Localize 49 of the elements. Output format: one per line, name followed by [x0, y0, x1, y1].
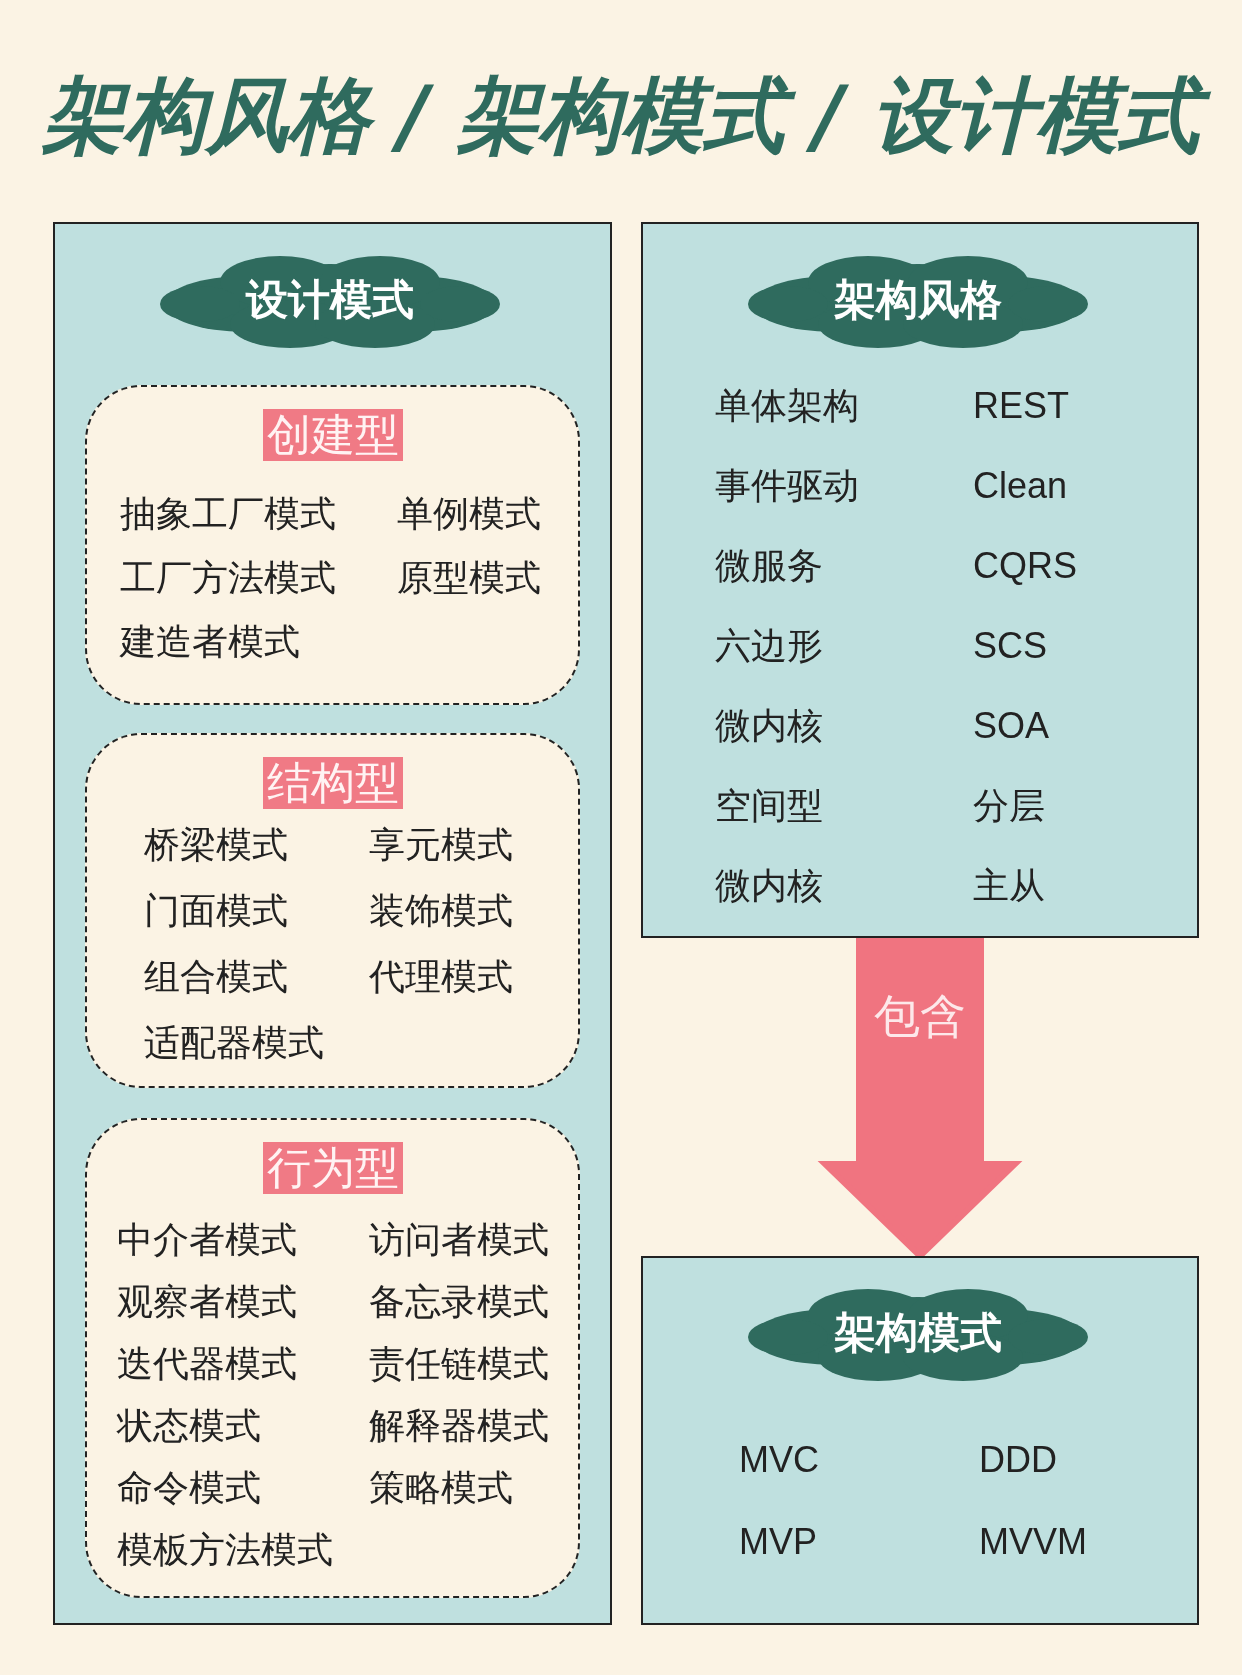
- pattern-name: 中介者模式: [117, 1218, 297, 1262]
- pattern-name: 代理模式: [369, 955, 513, 999]
- pattern-name: 模板方法模式: [117, 1528, 333, 1572]
- pattern-name: 门面模式: [144, 889, 288, 933]
- pattern-name: 桥梁模式: [144, 823, 288, 867]
- pattern-name: 策略模式: [369, 1466, 513, 1510]
- pattern-name: 抽象工厂模式: [120, 492, 336, 536]
- category-heading: 创建型: [262, 409, 403, 461]
- pattern-name: 组合模式: [144, 955, 288, 999]
- style-name: 微内核: [715, 864, 823, 908]
- section-title: 设计模式: [244, 273, 415, 326]
- style-name: REST: [973, 384, 1069, 428]
- pattern-name: 访问者模式: [369, 1218, 549, 1262]
- pattern-name: 单例模式: [397, 492, 541, 536]
- pattern-name: 工厂方法模式: [120, 556, 336, 600]
- pattern-name: 享元模式: [369, 823, 513, 867]
- category-heading: 行为型: [262, 1142, 403, 1194]
- style-name: 空间型: [715, 784, 823, 828]
- style-name: 微内核: [715, 704, 823, 748]
- style-name: Clean: [973, 464, 1068, 508]
- section-title: 架构模式: [833, 1306, 1003, 1359]
- style-name: MVP: [739, 1520, 817, 1564]
- style-name: 微服务: [715, 544, 823, 588]
- pattern-name: 装饰模式: [369, 889, 513, 933]
- style-name: DDD: [979, 1438, 1057, 1482]
- style-name: CQRS: [973, 544, 1077, 588]
- style-name: 六边形: [715, 624, 823, 668]
- pattern-name: 责任链模式: [369, 1342, 549, 1386]
- style-name: 主从: [973, 864, 1045, 908]
- pattern-name: 适配器模式: [144, 1021, 324, 1065]
- pattern-name: 解释器模式: [369, 1404, 549, 1448]
- pattern-name: 观察者模式: [117, 1280, 297, 1324]
- style-name: MVVM: [979, 1520, 1087, 1564]
- pattern-name: 原型模式: [397, 556, 541, 600]
- section-title: 架构风格: [833, 273, 1003, 326]
- pattern-name: 迭代器模式: [117, 1342, 297, 1386]
- style-name: SOA: [973, 704, 1050, 748]
- edge-label: 包含: [874, 988, 966, 1046]
- pattern-name: 状态模式: [117, 1404, 261, 1448]
- pattern-name: 命令模式: [117, 1466, 261, 1510]
- pattern-name: 建造者模式: [120, 620, 300, 664]
- pattern-name: 备忘录模式: [369, 1280, 549, 1324]
- category-heading: 结构型: [262, 757, 403, 809]
- style-name: SCS: [973, 624, 1048, 668]
- style-name: 单体架构: [715, 384, 859, 428]
- style-name: 事件驱动: [715, 464, 859, 508]
- style-name: 分层: [973, 784, 1045, 828]
- style-name: MVC: [739, 1438, 819, 1482]
- title: 架构风格 / 架构模式 / 设计模式: [0, 62, 1242, 172]
